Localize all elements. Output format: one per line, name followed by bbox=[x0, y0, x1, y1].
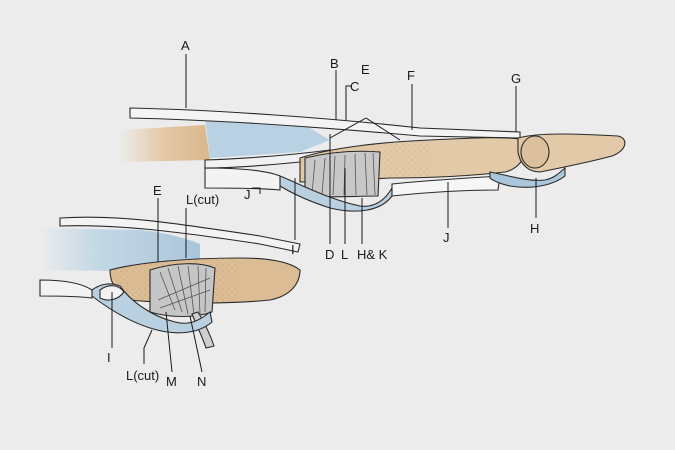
label-e-inset: E bbox=[153, 183, 162, 198]
annular-ligament bbox=[304, 150, 381, 198]
label-b: B bbox=[330, 56, 339, 71]
inset-flexor-band bbox=[39, 279, 93, 299]
inset-finger bbox=[39, 216, 301, 349]
label-e-main: E bbox=[361, 62, 370, 77]
label-d: D bbox=[325, 247, 334, 262]
label-i-inset: I bbox=[107, 350, 111, 365]
dip-joint bbox=[520, 135, 550, 169]
tendon-sheath-distal bbox=[489, 166, 566, 188]
flexor-tendon-left bbox=[204, 167, 281, 191]
label-a: A bbox=[181, 38, 190, 53]
label-g: G bbox=[511, 71, 521, 86]
figure-labels: A B C E F G J I D L H& K J H E L(cut) I … bbox=[107, 38, 539, 389]
proximal-soft-tissue bbox=[120, 125, 210, 162]
inset-extensor-tendon bbox=[59, 216, 301, 253]
main-finger bbox=[120, 107, 626, 212]
label-j-left: J bbox=[244, 187, 251, 202]
flexor-tendon-j bbox=[391, 175, 501, 197]
inset-ligament-fibers bbox=[157, 265, 211, 315]
label-m: M bbox=[166, 374, 177, 389]
label-c: C bbox=[350, 79, 359, 94]
label-h: H bbox=[530, 221, 539, 236]
label-n: N bbox=[197, 374, 206, 389]
label-l-cut-top: L(cut) bbox=[186, 192, 219, 207]
label-l-main: L bbox=[341, 247, 348, 262]
synovial-sheath-proximal bbox=[205, 118, 330, 158]
leader-lines bbox=[111, 54, 537, 373]
inset-sheath bbox=[91, 283, 213, 334]
label-hk: H& K bbox=[357, 247, 388, 262]
label-j-mid: J bbox=[443, 230, 450, 245]
label-f: F bbox=[407, 68, 415, 83]
label-l-cut-bottom: L(cut) bbox=[126, 368, 159, 383]
label-i-main: I bbox=[291, 242, 295, 257]
